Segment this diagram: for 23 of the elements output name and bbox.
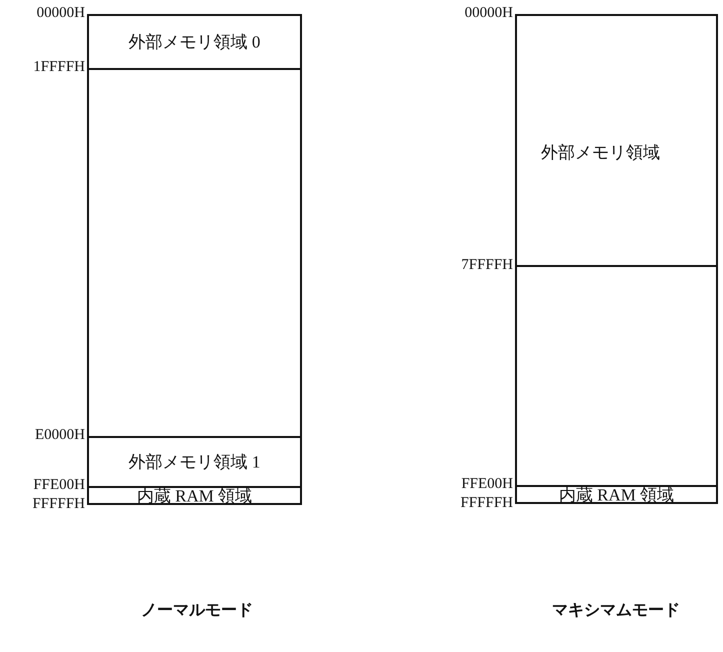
region-label: 内蔵 RAM 領域 [558,486,676,503]
memory-region-box [87,436,302,488]
address-label: 00000H [36,6,85,21]
region-label: 外部メモリ領域 [541,144,660,161]
region-label: 内蔵 RAM 領域 [136,487,254,504]
memory-region-box [87,14,302,70]
mode-caption: ノーマルモード [141,602,253,618]
address-label: FFFFFH [32,497,85,512]
memory-region-box [515,265,718,487]
address-label: 1FFFFH [33,60,85,75]
mode-caption: マキシマムモード [552,602,680,618]
address-label: 00000H [464,6,513,21]
address-label: FFFFFH [460,496,513,511]
address-label: FFE00H [461,477,513,492]
region-label: 外部メモリ領域 1 [128,454,262,470]
address-label: FFE00H [33,478,85,493]
address-label: E0000H [35,428,85,443]
region-label: 外部メモリ領域 0 [128,34,262,50]
memory-region-box [515,14,718,267]
address-label: 7FFFFH [461,258,513,273]
memory-region-box [515,485,718,504]
memory-region-box [87,68,302,438]
memory-region-box [87,486,302,505]
